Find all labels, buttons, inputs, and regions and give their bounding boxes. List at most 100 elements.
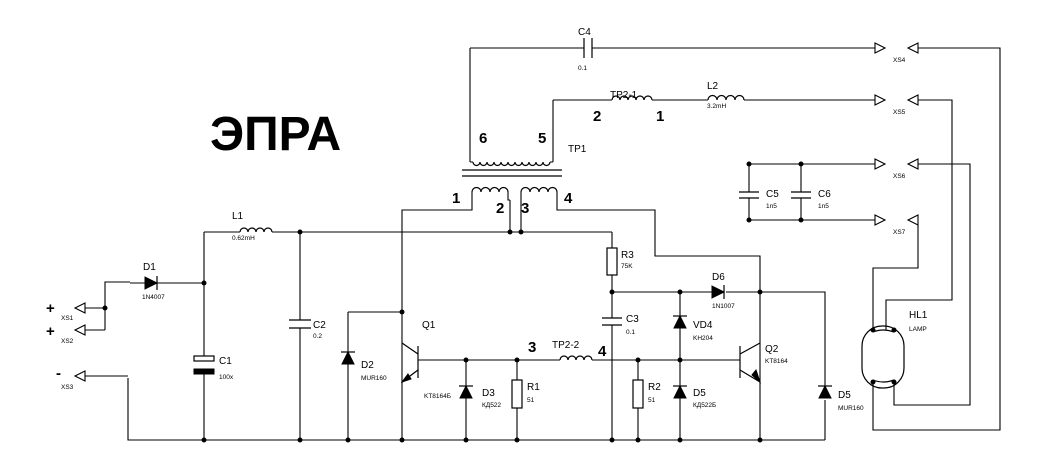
value-c3: 0.1 bbox=[626, 329, 635, 336]
pin-tp21-2: 2 bbox=[593, 108, 601, 125]
value-c5: 1n5 bbox=[766, 203, 777, 210]
ref-c5: C5 bbox=[766, 189, 779, 200]
polarity-plus-xs1: + bbox=[46, 300, 55, 317]
resistor-r3: R3 75K bbox=[606, 247, 634, 292]
ref-c6: C6 bbox=[818, 189, 831, 200]
value-c1: 100x bbox=[219, 374, 234, 381]
value-d3: КД522 bbox=[482, 402, 501, 409]
ref-tp2-2: TP2-2 bbox=[552, 340, 580, 351]
pin-tp1-2: 2 bbox=[496, 200, 504, 217]
junction-dots bbox=[102, 161, 804, 443]
connector-xs1: + XS1 bbox=[46, 300, 86, 322]
ref-c1: C1 bbox=[219, 356, 232, 367]
value-d2: MUR160 bbox=[361, 375, 387, 382]
diode-d1: D1 1N4007 bbox=[130, 262, 204, 301]
value-d6: 1N1007 bbox=[712, 303, 735, 310]
connector-xs4: XS4 bbox=[872, 42, 1001, 431]
pin-tp1-3: 3 bbox=[521, 200, 529, 217]
transistor-q1: Q1 KT8164Б bbox=[400, 320, 560, 400]
ref-hl1: HL1 bbox=[909, 310, 928, 321]
ref-l2: L2 bbox=[707, 81, 719, 92]
value-r2: 51 bbox=[648, 397, 656, 404]
connector-xs6: XS6 bbox=[874, 158, 971, 406]
ref-xs6: XS6 bbox=[893, 173, 906, 180]
ref-xs5: XS5 bbox=[893, 109, 906, 116]
value-c6: 1n5 bbox=[818, 203, 829, 210]
pin-tp1-5: 5 bbox=[538, 130, 546, 147]
value-vd4: KH204 bbox=[693, 335, 713, 342]
value-l2: 3.2mH bbox=[707, 103, 726, 110]
value-l1: 0.62mH bbox=[232, 235, 255, 242]
ref-q2: Q2 bbox=[765, 344, 779, 355]
resistor-r1: R1 51 bbox=[511, 360, 540, 440]
pin-tp1-1: 1 bbox=[452, 190, 460, 207]
value-q1: KT8164Б bbox=[424, 393, 451, 400]
pin-tp1-4: 4 bbox=[564, 190, 573, 207]
diode-d3: D3 КД522 bbox=[459, 360, 501, 440]
ref-d2: D2 bbox=[361, 360, 374, 371]
ref-c2: C2 bbox=[313, 320, 326, 331]
ref-r1: R1 bbox=[527, 382, 540, 393]
diode-vd4: VD4 KH204 bbox=[673, 292, 713, 388]
value-d5a: КД522Б bbox=[693, 402, 716, 409]
connector-xs5: XS5 bbox=[874, 94, 953, 330]
capacitor-c5: C5 1n5 bbox=[739, 164, 779, 220]
ref-tp1: TP1 bbox=[568, 144, 587, 155]
ref-d1: D1 bbox=[143, 262, 156, 273]
ref-d6: D6 bbox=[712, 272, 725, 283]
ground-bus bbox=[127, 378, 826, 441]
connector-xs7: XS7 bbox=[872, 214, 919, 330]
connector-xs3: - XS3 bbox=[56, 365, 86, 391]
value-q2: KT8164 bbox=[765, 358, 788, 365]
ref-xs3: XS3 bbox=[61, 384, 74, 391]
pin-tp21-1: 1 bbox=[656, 108, 664, 125]
diode-d5-kd522b: D5 КД522Б bbox=[673, 384, 716, 440]
capacitor-c3: C3 0.1 bbox=[602, 292, 639, 440]
capacitor-c1: C1 100x bbox=[193, 232, 234, 440]
transistor-q2: Q2 KT8164 bbox=[739, 342, 788, 384]
value-c4: 0.1 bbox=[578, 65, 587, 72]
schematic-title: ЭПРА bbox=[210, 108, 341, 161]
polarity-plus-xs2: + bbox=[46, 323, 55, 340]
inductor-tp2-2: TP2-2 3 4 bbox=[528, 339, 740, 361]
capacitor-c2: C2 0.2 bbox=[289, 232, 326, 440]
ref-xs2: XS2 bbox=[61, 338, 74, 345]
inductor-l2: L2 3.2mH bbox=[707, 81, 875, 110]
pin-tp22-3: 3 bbox=[528, 339, 536, 356]
value-d1: 1N4007 bbox=[142, 294, 165, 301]
pin-tp22-4: 4 bbox=[598, 343, 607, 360]
capacitor-c6: C6 1n5 bbox=[791, 164, 831, 220]
lamp-hl1: HL1 LAMP bbox=[861, 310, 928, 389]
ref-vd4: VD4 bbox=[693, 320, 713, 331]
diode-d6: D6 1N1007 bbox=[711, 272, 735, 310]
connector-xs2: + XS2 bbox=[46, 323, 86, 345]
value-d5b: MUR160 bbox=[838, 405, 864, 412]
ref-l1: L1 bbox=[232, 211, 244, 222]
capacitor-c4: C4 0.1 bbox=[470, 27, 875, 72]
ref-d3: D3 bbox=[482, 388, 495, 399]
ref-xs4: XS4 bbox=[893, 57, 906, 64]
inductor-tp2-1: TP2-1 2 1 bbox=[553, 90, 708, 125]
value-hl1: LAMP bbox=[909, 326, 927, 333]
ref-tp2-1: TP2-1 bbox=[610, 90, 638, 101]
value-r1: 51 bbox=[527, 397, 535, 404]
polarity-minus-xs3: - bbox=[56, 365, 61, 382]
transformer-tp1: TP1 6 5 1 2 3 4 bbox=[401, 48, 761, 440]
diode-d2: D2 MUR160 bbox=[341, 311, 402, 440]
ref-c3: C3 bbox=[626, 314, 639, 325]
ref-q1: Q1 bbox=[422, 320, 436, 331]
value-r3: 75K bbox=[621, 263, 633, 270]
ref-xs7: XS7 bbox=[893, 229, 906, 236]
ref-xs1: XS1 bbox=[61, 315, 74, 322]
inductor-l1: L1 0.62mH bbox=[204, 211, 300, 242]
diode-d5-mur160: D5 MUR160 bbox=[818, 384, 864, 412]
value-c2: 0.2 bbox=[313, 333, 322, 340]
ref-r2: R2 bbox=[648, 382, 661, 393]
resistor-r2: R2 51 bbox=[632, 360, 661, 440]
ref-d5a: D5 bbox=[693, 388, 706, 399]
ref-d5b: D5 bbox=[838, 390, 851, 401]
pin-tp1-6: 6 bbox=[479, 130, 487, 147]
ref-r3: R3 bbox=[621, 250, 634, 261]
ref-c4: C4 bbox=[578, 27, 591, 38]
